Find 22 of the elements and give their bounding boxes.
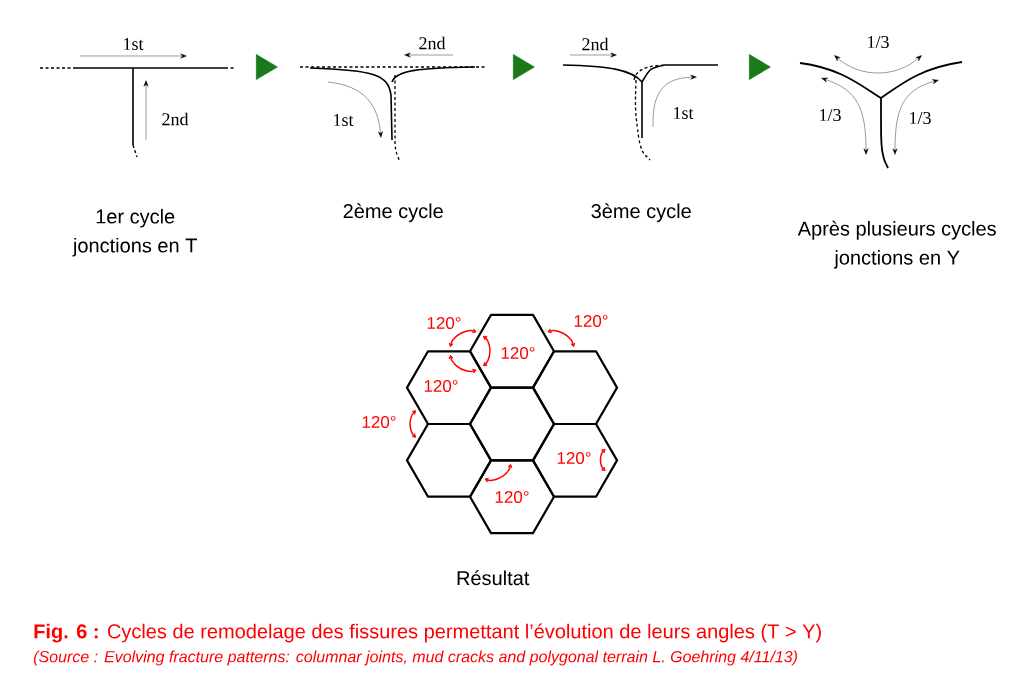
angle-label: 120° <box>501 347 535 360</box>
arrow <box>748 54 771 80</box>
angle-label: 120° <box>424 380 458 393</box>
source-note: (Source : Evolving fracture patterns: columnar joints, mud cracks and polygonal terrain L. Goehring 4/11/13) <box>33 650 797 666</box>
arrow <box>255 54 278 80</box>
figure-caption: Fig. 6 : Cycles de remodelage des fissures permettant l’évolution de leurs angles (T > Y) <box>34 623 821 643</box>
angle-label: 120° <box>495 491 529 504</box>
angle-label: 120° <box>427 317 461 330</box>
arrow-label: 1st <box>674 106 694 120</box>
angle-label: 120° <box>362 416 396 429</box>
panel-caption: 3ème cycle <box>591 203 691 223</box>
panel-caption: 1er cycle jonctions en T <box>72 208 197 257</box>
panel-caption: 2ème cycle <box>343 203 443 223</box>
panel-caption: Résultat <box>457 570 530 586</box>
arrow-label: 1/3 <box>820 108 841 122</box>
angle-label: 120° <box>574 315 608 328</box>
angle-label: 120° <box>557 452 591 465</box>
arrow <box>512 54 535 80</box>
arrow-label: 1/3 <box>910 111 931 125</box>
arrow-label: 2nd <box>162 112 189 126</box>
panel-caption: Après plusieurs cycles jonctions en Y <box>797 220 996 269</box>
arrow-label: 1st <box>334 113 354 127</box>
